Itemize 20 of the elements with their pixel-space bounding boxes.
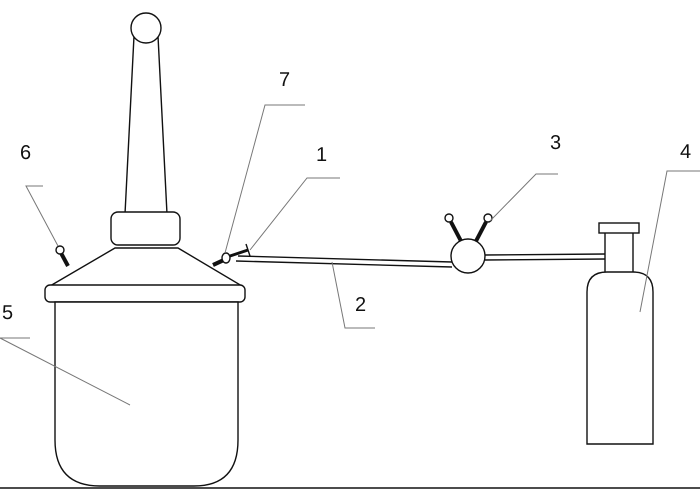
callout-number: 1	[316, 144, 328, 166]
callout-number: 4	[680, 141, 692, 163]
callout-number: 6	[20, 142, 32, 164]
leader-line	[0, 338, 130, 406]
leader-line	[224, 104, 306, 254]
valve	[444, 213, 493, 274]
valve	[55, 245, 70, 267]
leader-line	[640, 170, 700, 312]
leader-line	[490, 174, 558, 222]
gas-cylinder	[586, 222, 654, 445]
callout-number: 7	[279, 69, 290, 91]
leader-line	[332, 262, 376, 328]
tank	[54, 301, 239, 487]
callout-number: 5	[2, 302, 14, 324]
nozzle	[212, 252, 231, 267]
leader-line	[25, 186, 58, 246]
callout-number: 3	[550, 132, 562, 154]
callout-number: 2	[355, 294, 366, 316]
pipe	[236, 253, 606, 268]
valve	[230, 244, 251, 258]
